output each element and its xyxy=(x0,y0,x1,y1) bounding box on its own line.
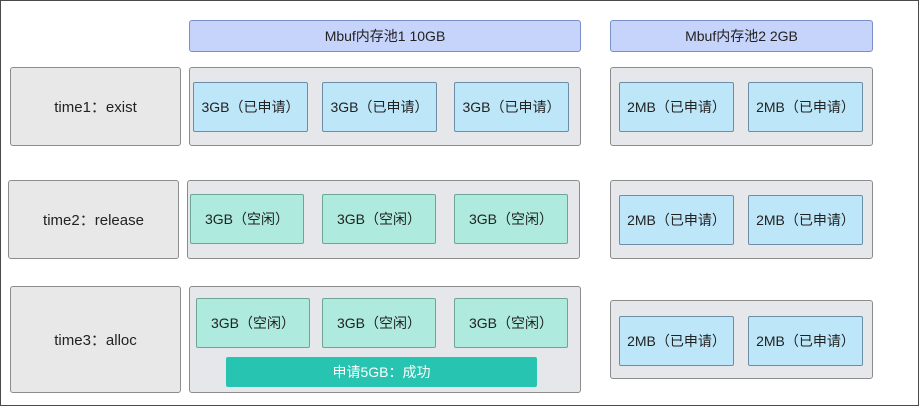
time1-pool1-block-1: 3GB（已申请） xyxy=(193,82,308,132)
time1-pool2-block-1: 2MB（已申请） xyxy=(619,82,734,132)
time1-pool1-block-3: 3GB（已申请） xyxy=(454,82,569,132)
time3-pool1-block-1: 3GB（空闲） xyxy=(196,298,310,348)
time1-label: time1：exist xyxy=(10,67,181,146)
time3-pool2-block-2: 2MB（已申请） xyxy=(748,316,863,366)
time1-pool2-block-2: 2MB（已申请） xyxy=(748,82,863,132)
time3-pool1-block-3: 3GB（空闲） xyxy=(454,298,568,348)
time2-label: time2：release xyxy=(8,180,179,259)
alloc-result-bar: 申请5GB：成功 xyxy=(226,357,537,387)
time3-pool2-block-1: 2MB（已申请） xyxy=(619,316,734,366)
time3-pool1-block-2: 3GB（空闲） xyxy=(322,298,436,348)
pool1-header: Mbuf内存池1 10GB xyxy=(189,20,581,52)
time2-pool1-block-3: 3GB（空闲） xyxy=(454,194,568,244)
time1-pool1-block-2: 3GB（已申请） xyxy=(322,82,437,132)
time2-pool1-block-2: 3GB（空闲） xyxy=(322,194,436,244)
time2-pool1-block-1: 3GB（空闲） xyxy=(190,194,304,244)
pool2-header: Mbuf内存池2 2GB xyxy=(610,20,873,52)
time2-pool2-block-1: 2MB（已申请） xyxy=(619,195,734,245)
time3-label: time3：alloc xyxy=(10,286,181,393)
time2-pool2-block-2: 2MB（已申请） xyxy=(748,195,863,245)
